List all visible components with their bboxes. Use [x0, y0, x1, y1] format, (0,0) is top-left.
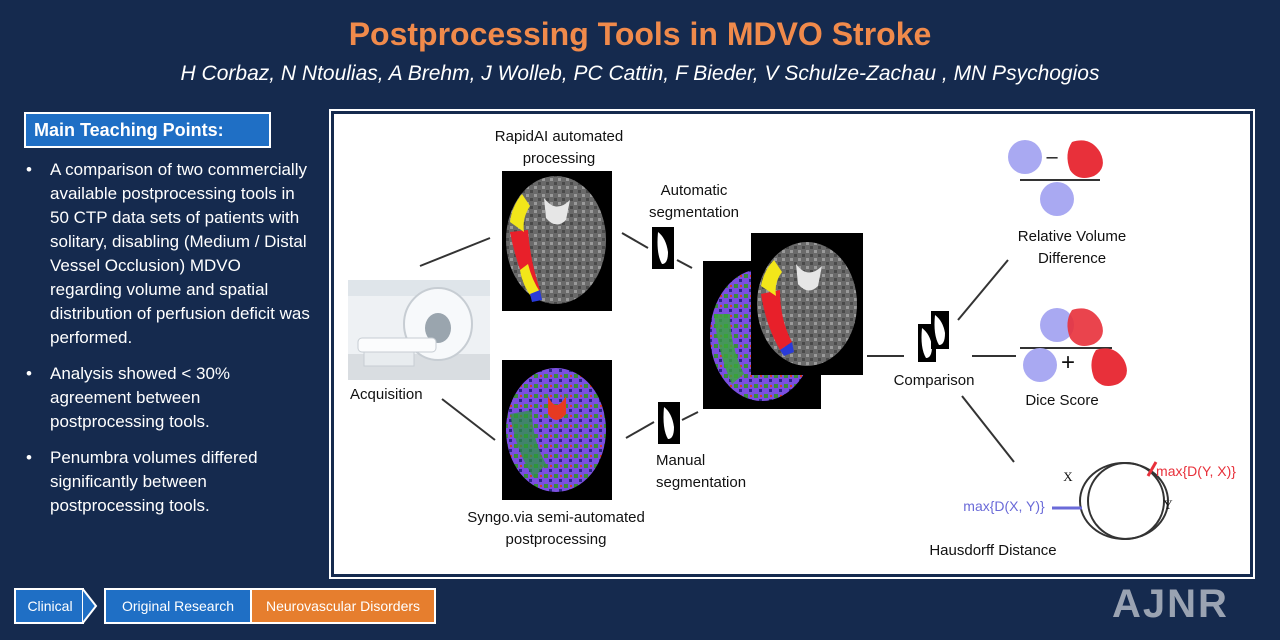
teaching-point: A comparison of two commercially availab…: [24, 158, 314, 350]
minus-sign: –: [1046, 146, 1058, 168]
teaching-point: Analysis showed < 30% agreement between …: [24, 362, 314, 434]
hausdorff-icon: [1052, 461, 1169, 540]
teaching-points-header: Main Teaching Points:: [24, 112, 271, 148]
automatic-segmentation-label: Automatic segmentation: [648, 182, 740, 221]
x-label: X: [1063, 469, 1073, 484]
manual-mask: [658, 402, 680, 444]
syngo-brain-map: [502, 360, 612, 500]
rapidai-brain-map: [502, 171, 612, 311]
max-yx-label: max{D(Y, X)}: [1156, 463, 1236, 479]
relative-volume-icon: [1008, 140, 1103, 216]
tag-clinical[interactable]: Clinical: [14, 588, 84, 624]
graphical-abstract-figure: RapidAI automated processing Automatic s…: [329, 109, 1255, 579]
teaching-points-list: A comparison of two commercially availab…: [24, 158, 314, 530]
plus-sign: +: [1060, 349, 1075, 376]
tag-original-research[interactable]: Original Research: [104, 588, 252, 624]
connector-lines: [419, 232, 1016, 463]
dice-score-icon: [1020, 308, 1127, 386]
figure-graphics: [348, 140, 1169, 540]
syngo-label: Syngo.via semi-automated postprocessing: [467, 509, 645, 548]
rapidai-label: RapidAI automated processing: [494, 128, 624, 167]
manual-segmentation-label: Manual segmentation: [656, 452, 747, 491]
dice-score-label: Dice Score: [1025, 392, 1099, 409]
author-list: H Corbaz, N Ntoulias, A Brehm, J Wolleb,…: [180, 62, 1100, 85]
automatic-mask: [652, 227, 674, 269]
acquisition-label: Acquisition: [350, 386, 423, 403]
comparison-masks: [918, 311, 949, 362]
scanner-photo: [348, 280, 490, 380]
teaching-point: Penumbra volumes differed significantly …: [24, 446, 314, 518]
overlay-maps: [703, 233, 863, 409]
chevron-right-icon: [82, 588, 98, 624]
y-label: Y: [1163, 497, 1173, 512]
page-title: Postprocessing Tools in MDVO Stroke: [348, 16, 932, 52]
ajnr-logo: AJNR: [1112, 582, 1229, 626]
max-xy-label: max{D(X, Y)}: [963, 498, 1045, 514]
tag-neurovascular[interactable]: Neurovascular Disorders: [250, 588, 436, 624]
comparison-label: Comparison: [893, 372, 975, 389]
relative-volume-label: Relative Volume Difference: [1017, 228, 1127, 267]
hausdorff-label: Hausdorff Distance: [929, 542, 1057, 559]
